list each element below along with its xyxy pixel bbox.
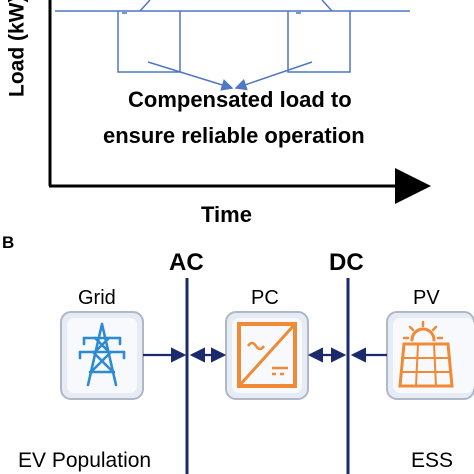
ac-bus-label: AC: [169, 249, 204, 276]
compensated-load-line: [117, 11, 351, 73]
pc-box: [225, 311, 309, 400]
arrow-left: [147, 61, 234, 91]
arrow-right: [234, 61, 313, 91]
annotation-line-1: Compensated load to: [128, 87, 352, 112]
pv-box: [386, 311, 474, 400]
peak-fragment: [139, 0, 333, 12]
grid-label: Grid: [78, 287, 116, 309]
pc-label: PC: [251, 287, 279, 309]
dc-bus-label: DC: [329, 249, 364, 276]
pv-label: PV: [413, 287, 440, 309]
ev-population-label: EV Population: [18, 449, 152, 472]
grid-box: [60, 311, 144, 400]
panel-a: [48, 0, 431, 204]
transmission-tower-icon: [78, 322, 126, 387]
panel-label-b: B: [2, 233, 15, 252]
annotation-line-2: ensure reliable operation: [103, 123, 365, 148]
panel-b: [60, 278, 474, 474]
solar-panel-icon: [398, 320, 454, 388]
x-axis-label: Time: [201, 202, 252, 227]
converter-icon: [237, 322, 297, 388]
ess-label: ESS: [411, 449, 454, 472]
y-axis-label: Load (kW): [5, 0, 29, 97]
